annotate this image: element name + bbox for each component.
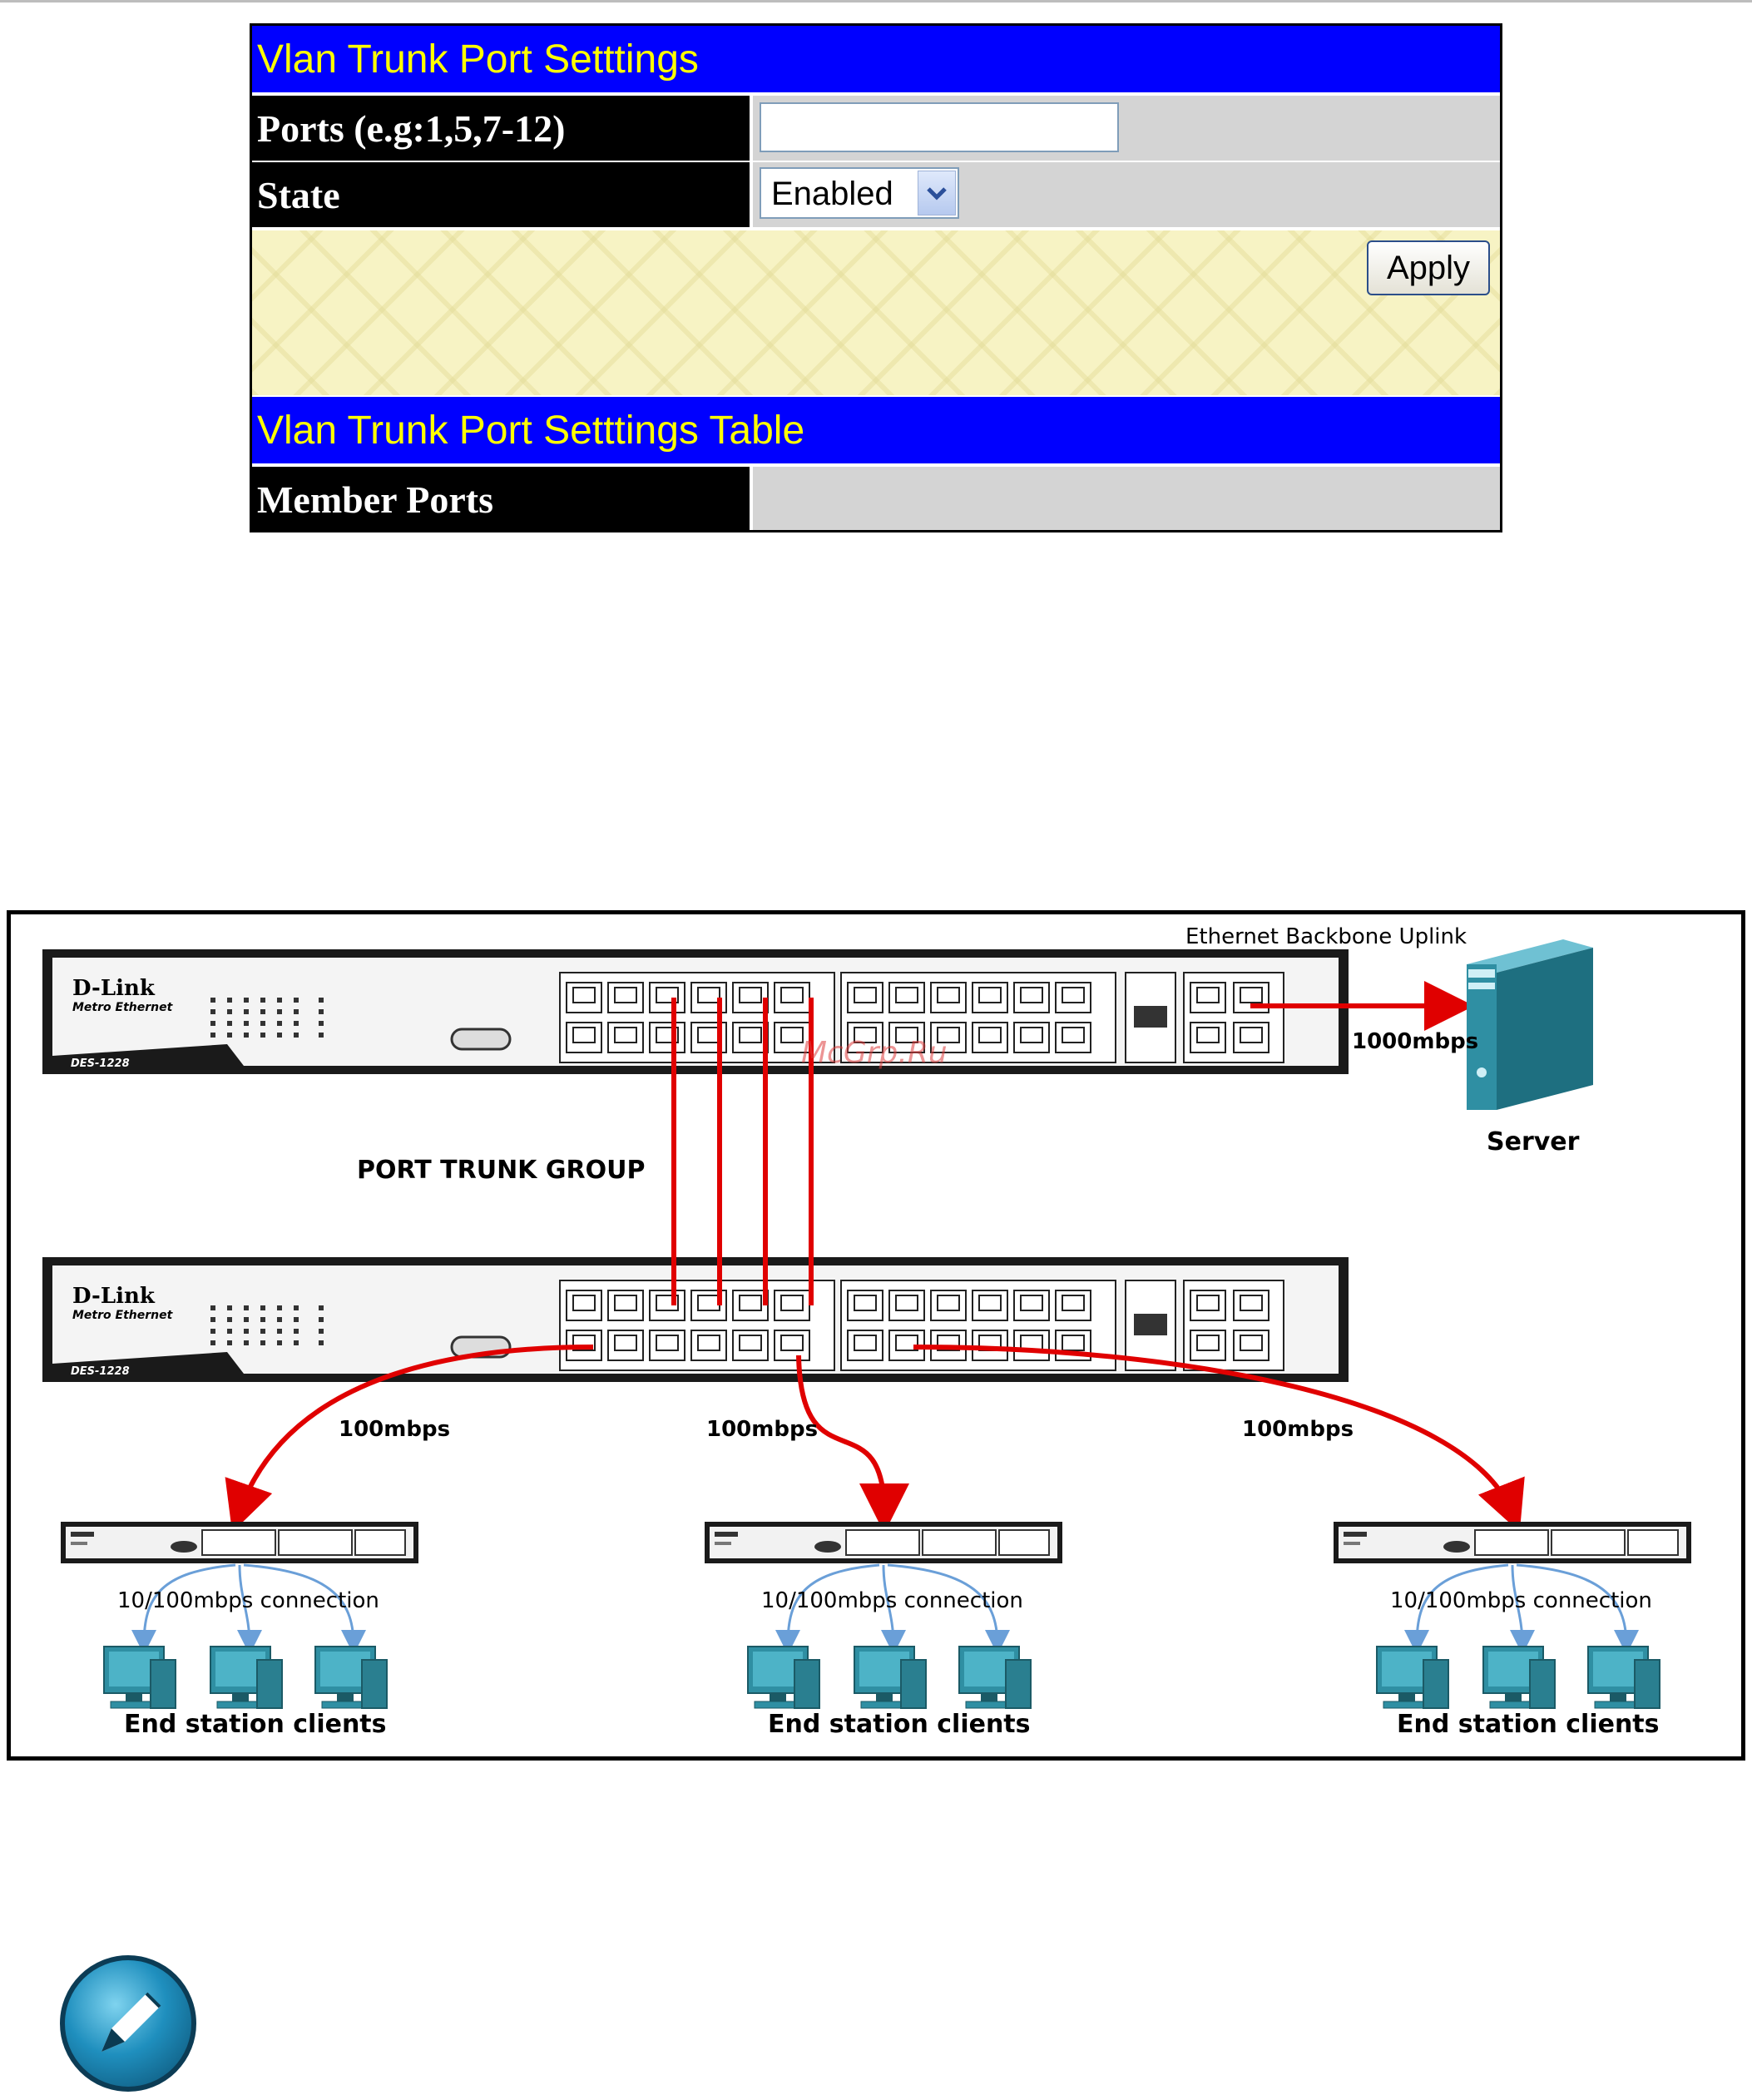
apply-button[interactable]: Apply [1367,240,1490,295]
state-selected-value: Enabled [771,176,893,212]
table-title-bar: Vlan Trunk Port Setttings Table [252,397,1500,463]
connection-label-2: 10/100mbps connection [761,1588,1023,1613]
table-title: Vlan Trunk Port Setttings Table [257,408,805,453]
clients-label-3: End station clients [1397,1710,1660,1739]
diagram-svg [42,939,1692,1709]
ports-label: Ports (e.g:1,5,7-12) [257,106,566,150]
bottom-switch-brand: D-Link [72,1284,155,1309]
member-ports-label: Member Ports [257,478,493,521]
top-switch-subbrand: Metro Ethernet [72,1001,173,1014]
clients-group-1 [103,1646,388,1709]
ports-row: Ports (e.g:1,5,7-12) [252,96,1500,161]
bottom-switch-subbrand: Metro Ethernet [72,1309,173,1322]
top-switch-brand: D-Link [72,976,155,1001]
ports-input[interactable] [760,102,1119,152]
watermark: McGrp.Ru [801,1036,948,1070]
chevron-down-icon[interactable] [918,171,956,215]
clients-label-2: End station clients [768,1710,1031,1739]
top-divider [0,0,1752,2]
ports-value-cell [753,96,1500,161]
pencil-icon [101,1992,161,2052]
server-icon [1467,939,1593,1110]
link-speed-3: 100mbps [1242,1417,1354,1442]
server-label: Server [1487,1127,1580,1156]
apply-area: Apply [252,230,1500,395]
member-ports-label-cell: Member Ports [252,467,750,530]
access-switch-3 [1333,1521,1692,1564]
client-links [131,1563,1639,1655]
trunk-links [671,998,814,1305]
uplink-speed-label: 1000mbps [1352,1029,1479,1054]
vlan-trunk-settings-panel: Vlan Trunk Port Setttings Ports (e.g:1,5… [250,23,1502,532]
access-links [225,1345,1525,1533]
link-speed-1: 100mbps [339,1417,451,1442]
state-label: State [257,173,340,216]
settings-title-bar: Vlan Trunk Port Setttings [252,26,1500,92]
ports-label-cell: Ports (e.g:1,5,7-12) [252,96,750,161]
backbone-label: Ethernet Backbone Uplink [1185,924,1467,949]
trunk-group-label: PORT TRUNK GROUP [357,1156,646,1185]
state-label-cell: State [252,162,750,227]
access-switch-1 [60,1521,419,1564]
connection-label-3: 10/100mbps connection [1390,1588,1652,1613]
top-switch-model: DES-1228 [71,1057,130,1070]
bottom-switch-model: DES-1228 [71,1365,130,1378]
state-select[interactable]: Enabled [760,167,959,219]
clients-group-2 [747,1646,1032,1709]
top-switch [42,949,1349,1074]
clients-label-1: End station clients [124,1710,387,1739]
settings-title: Vlan Trunk Port Setttings [257,37,699,82]
pencil-note-icon [60,1955,196,2092]
link-speed-2: 100mbps [706,1417,819,1442]
port-trunk-diagram: Ethernet Backbone Uplink 1000mbps Server… [7,910,1745,1761]
state-row: State Enabled [252,162,1500,227]
connection-label-1: 10/100mbps connection [117,1588,379,1613]
member-ports-value-cell [753,467,1500,530]
state-value-cell: Enabled [753,162,1500,227]
clients-group-3 [1376,1646,1660,1709]
member-ports-row: Member Ports [252,467,1500,530]
access-switch-2 [704,1521,1063,1564]
